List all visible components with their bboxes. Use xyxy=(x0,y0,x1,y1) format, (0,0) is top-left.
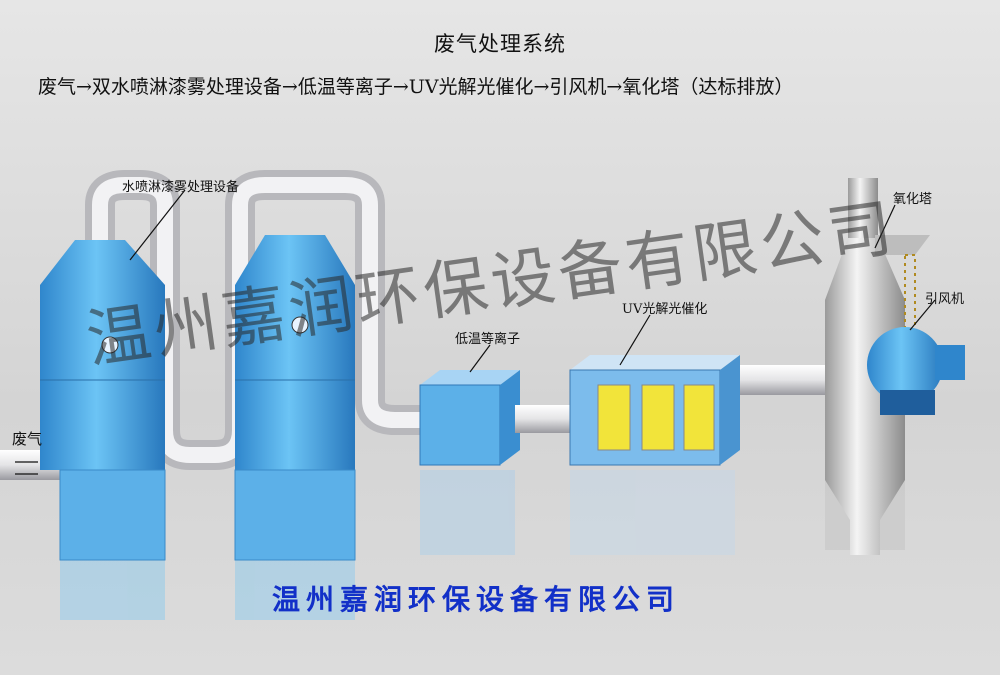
label-fan: 引风机 xyxy=(925,292,965,307)
leader-lines xyxy=(15,189,936,475)
process-flow: 废气→双水喷淋漆雾处理设备→低温等离子→UV光解光催化→引风机→氧化塔（达标排放… xyxy=(38,76,794,98)
label-spray-tower: 水喷淋漆雾处理设备 xyxy=(122,180,240,195)
label-uv: UV光解光催化 xyxy=(622,302,708,317)
page-title: 废气处理系统 xyxy=(434,32,566,56)
spray-tower-1 xyxy=(40,240,166,561)
spray-tower-2 xyxy=(234,235,356,561)
uv-unit xyxy=(569,355,740,466)
pipe-plasma-uv xyxy=(515,405,575,433)
oxidation-tower xyxy=(825,178,930,555)
label-oxidation-tower: 氧化塔 xyxy=(893,192,933,207)
plasma-unit xyxy=(419,370,520,466)
label-inlet: 废气 xyxy=(12,430,43,448)
induced-draft-fan xyxy=(867,327,965,415)
label-plasma: 低温等离子 xyxy=(455,332,521,347)
company-name: 温州嘉润环保设备有限公司 xyxy=(272,583,681,616)
